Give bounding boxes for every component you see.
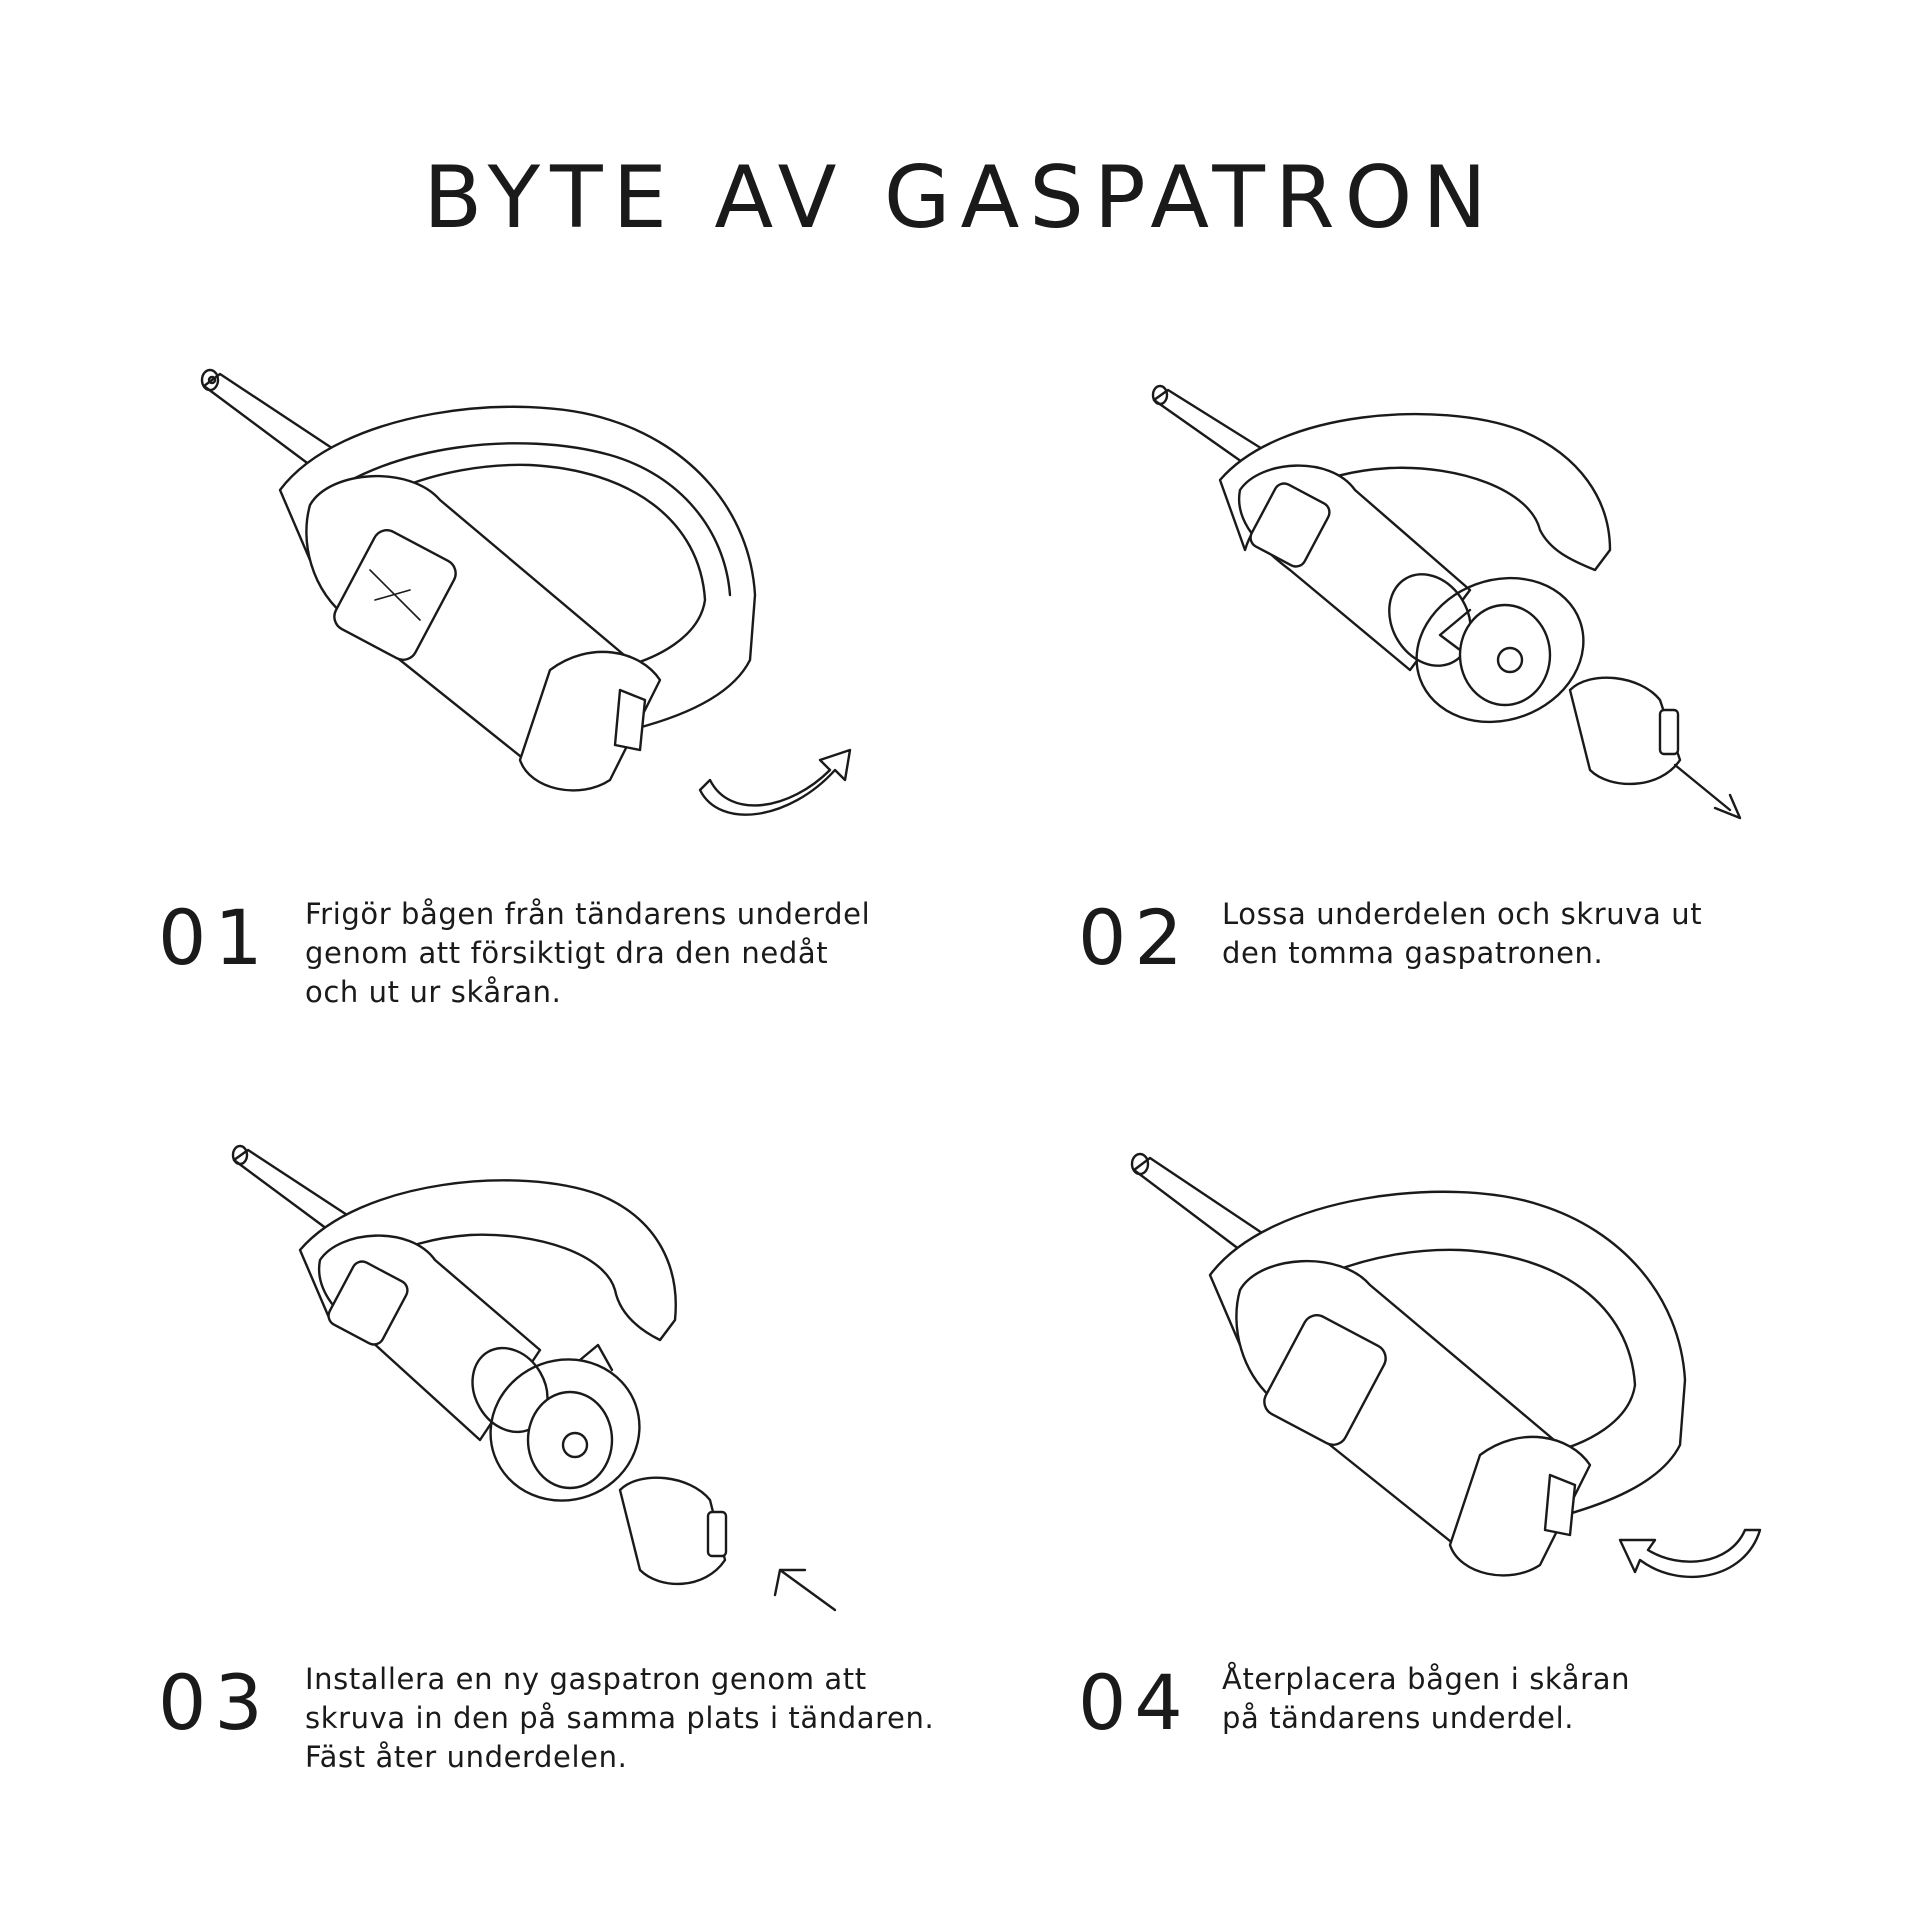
step-1-line-3: och ut ur skåran. xyxy=(305,975,562,1009)
bottom-cap xyxy=(526,1390,614,1490)
gas-cartridge xyxy=(618,1476,728,1586)
step-2-line-1: Lossa underdelen och skruva ut xyxy=(1222,897,1703,931)
step-4-line-1: Återplacera bågen i skåran xyxy=(1222,1662,1631,1696)
step-2-description: Lossa underdelen och skruva ut den tomma… xyxy=(1222,895,1842,973)
page-title: BYTE AV GASPATRON xyxy=(423,148,1497,248)
step-3-line-3: Fäst åter underdelen. xyxy=(305,1740,628,1774)
step-3-line-1: Installera en ny gaspatron genom att xyxy=(305,1662,867,1696)
step-3-line-2: skruva in den på samma plats i tändaren. xyxy=(305,1701,935,1735)
lighter-body xyxy=(1237,464,1472,672)
step-2-line-2: den tomma gaspatronen. xyxy=(1222,936,1604,970)
step-4-number: 04 xyxy=(1078,1658,1191,1747)
rotate-arrow-icon xyxy=(489,1343,641,1502)
step-1-number: 01 xyxy=(158,893,271,982)
step-4-description: Återplacera bågen i skåran på tändarens … xyxy=(1222,1660,1842,1738)
step-2-number: 02 xyxy=(1078,893,1191,982)
step-4-illustration xyxy=(1120,1140,1800,1610)
arrow-down-right-icon xyxy=(1673,763,1742,820)
arrow-up-right-icon xyxy=(698,748,852,816)
lighter-body xyxy=(317,1234,549,1442)
step-3-number: 03 xyxy=(158,1658,271,1747)
arrow-up-left-icon xyxy=(773,1568,837,1612)
arrow-curve-left-icon xyxy=(1618,1528,1762,1579)
step-1-description: Frigör bågen från tändarens underdel gen… xyxy=(305,895,925,1012)
bottom-cap xyxy=(1458,603,1552,707)
step-2-illustration xyxy=(1140,380,1760,820)
step-4-line-2: på tändarens underdel. xyxy=(1222,1701,1575,1735)
step-1-illustration xyxy=(190,350,870,830)
lighter-body xyxy=(305,474,662,792)
gas-cartridge xyxy=(1568,676,1682,786)
rotate-arrow-icon xyxy=(1415,576,1585,724)
lighter-body xyxy=(1235,1259,1592,1577)
loop-strap xyxy=(1218,412,1612,572)
loop-strap xyxy=(298,1179,677,1342)
step-3-illustration xyxy=(220,1140,860,1620)
step-3-description: Installera en ny gaspatron genom att skr… xyxy=(305,1660,935,1777)
step-1-line-1: Frigör bågen från tändarens underdel xyxy=(305,897,871,931)
step-1-line-2: genom att försiktigt dra den nedåt xyxy=(305,936,829,970)
